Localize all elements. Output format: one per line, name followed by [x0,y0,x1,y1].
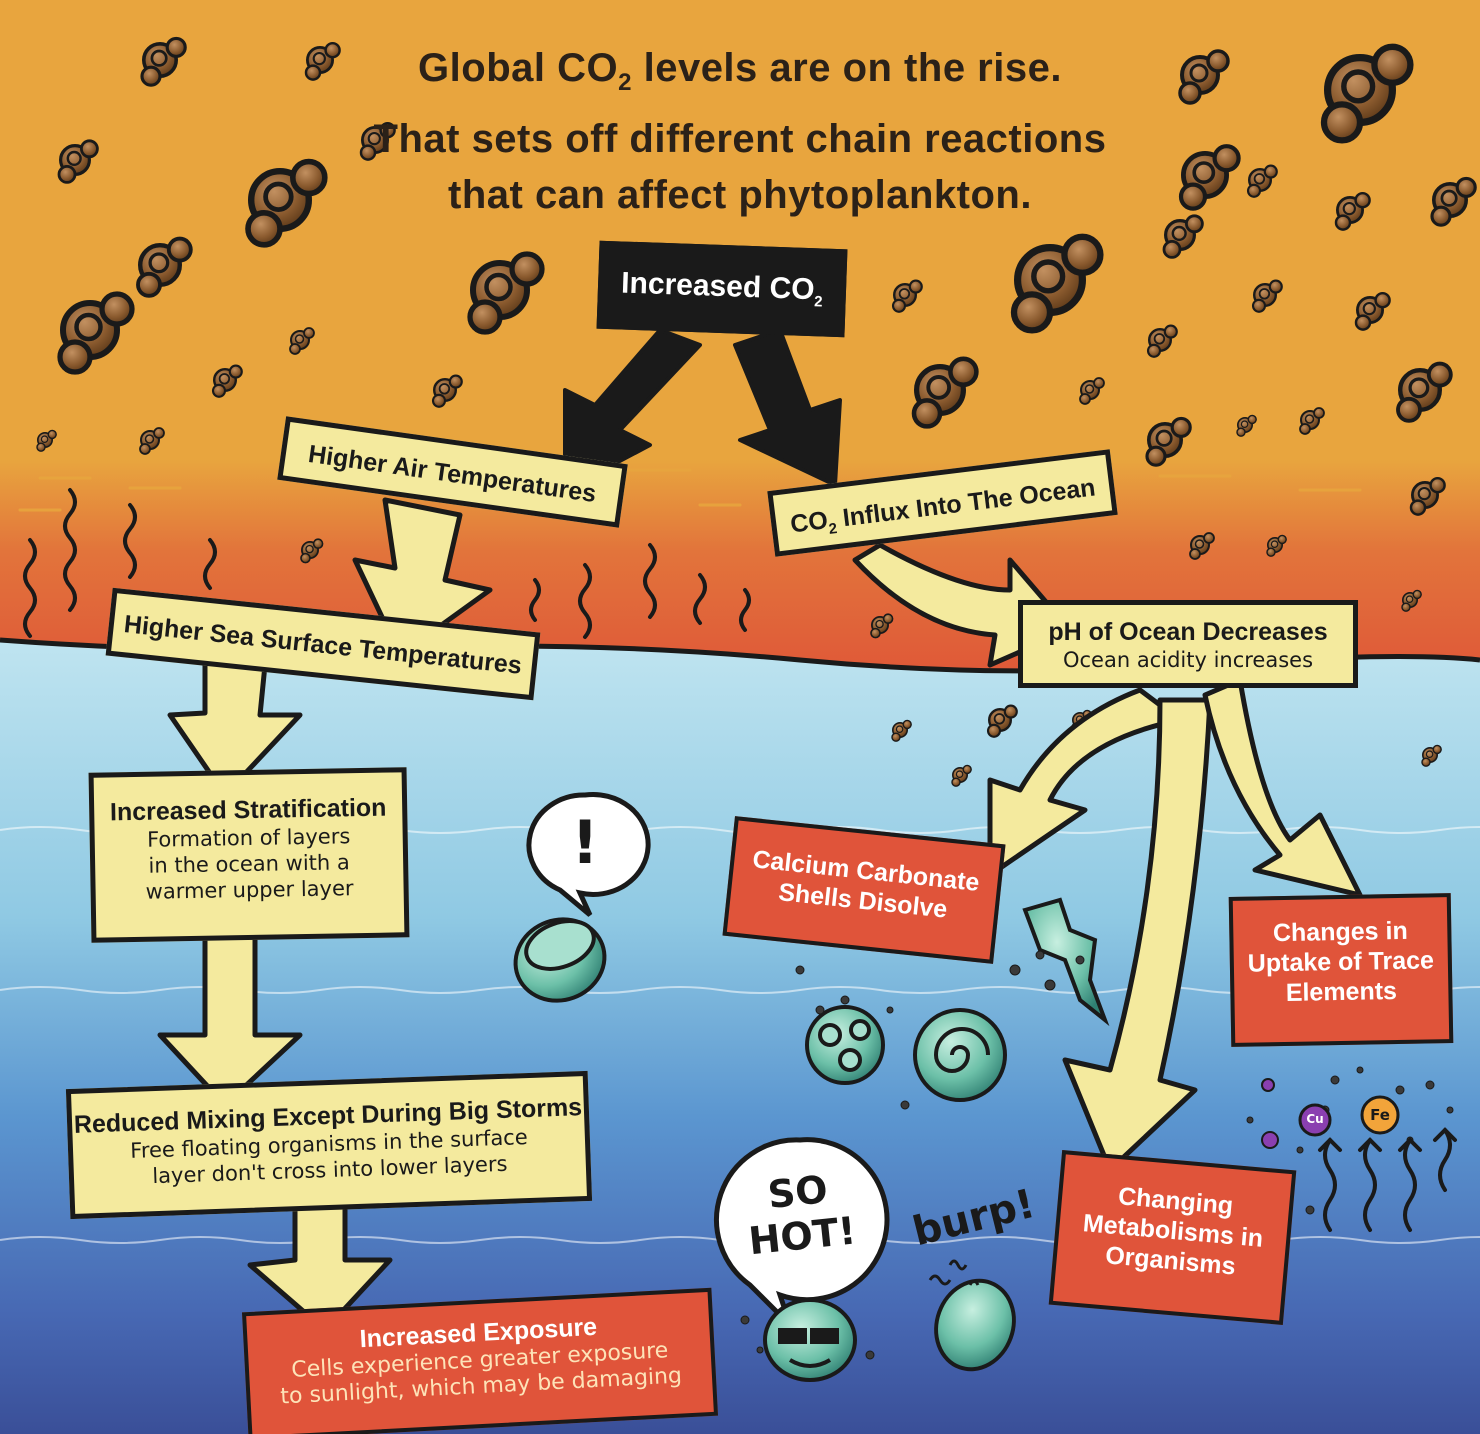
title-line-2: That sets off different chain reactions [373,117,1107,161]
uptake-arrows [1318,1127,1457,1232]
so-hot-text: SO HOT! [746,1167,858,1264]
node-trace-elements: Changes in Uptake of Trace Elements [1228,893,1454,1047]
arrow-co2-to-influx [733,328,842,487]
fe-atom [1360,1095,1400,1135]
exclaim-text: ! [571,808,599,878]
exclaim-bubble [526,791,651,917]
title-line-3: that can affect phytoplankton. [448,173,1032,217]
trace-element-atoms [1261,1078,1400,1149]
arrow-ph-to-metabolisms [1062,697,1213,1173]
arrow-ph-to-trace [1202,677,1363,898]
arrow-strat-to-mixing [157,927,303,1108]
node-ph-decreases: pH of Ocean Decreases Ocean acidity incr… [1018,600,1358,688]
node-increased-exposure: Increased Exposure Cells experience grea… [241,1287,719,1434]
node-changing-metabolisms: Changing Metabolisms in Organisms [1048,1150,1297,1325]
cu-atom [1298,1103,1332,1137]
arrow-ph-to-shells [987,687,1183,878]
page-title: Global CO2 levels are on the rise. That … [300,40,1180,223]
fe-label: Fe [1370,1106,1390,1124]
node-reduced-mixing: Reduced Mixing Except During Big Storms … [65,1070,593,1220]
node-increased-stratification: Increased Stratification Formation of la… [88,767,410,943]
arrow-influx-to-ph [852,542,1073,668]
title-line-1: Global CO2 levels are on the rise. [418,46,1062,96]
node-increased-co2: Increased CO2 [596,240,848,338]
arrow-sst-to-strat [167,657,303,798]
phytoplankton-cells [513,897,1110,1382]
cu-label: Cu [1306,1112,1324,1126]
